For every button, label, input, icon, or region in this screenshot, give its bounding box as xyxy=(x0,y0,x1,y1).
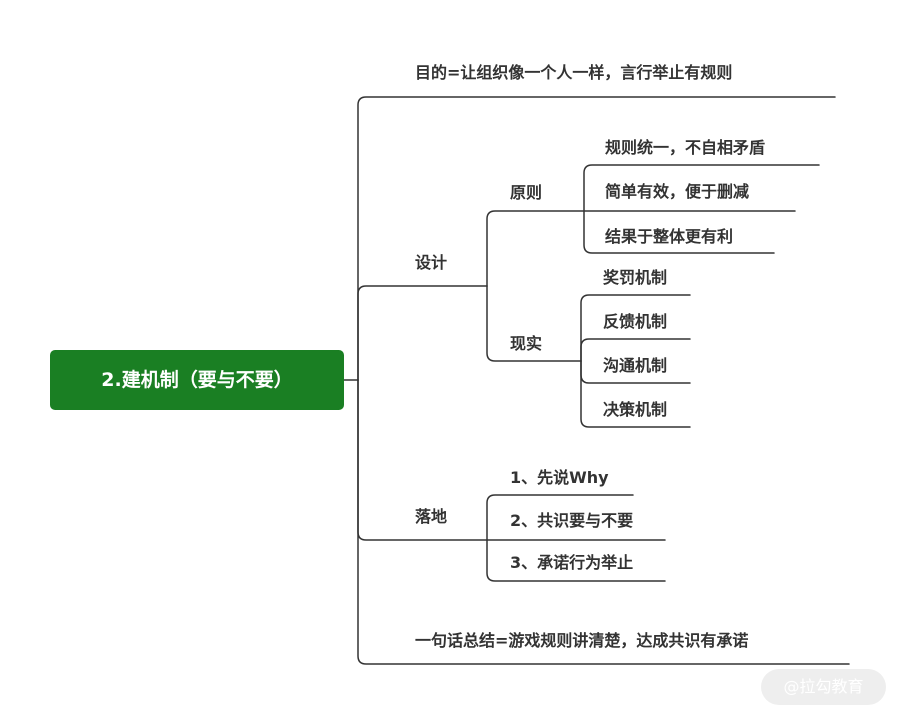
principle-node[interactable]: 原则 xyxy=(510,183,543,202)
landing-node[interactable]: 落地 xyxy=(415,507,448,526)
summary-node[interactable]: 一句话总结=游戏规则讲清楚，达成共识有承诺 xyxy=(415,631,749,650)
connector-reality-2 xyxy=(580,338,691,362)
connector-design xyxy=(357,285,488,381)
connector-reality xyxy=(486,285,582,362)
root-node[interactable]: 2.建机制（要与不要） xyxy=(50,350,344,410)
landing-item[interactable]: 2、共识要与不要 xyxy=(510,511,634,530)
connector-landing-1 xyxy=(486,494,634,541)
principle-item[interactable]: 结果于整体更有利 xyxy=(605,227,734,246)
landing-item[interactable]: 1、先说Why xyxy=(510,468,609,487)
connector-landing-3 xyxy=(486,539,666,582)
landing-item[interactable]: 3、承诺行为举止 xyxy=(510,553,634,572)
reality-node[interactable]: 现实 xyxy=(510,334,543,353)
connector-principle-3 xyxy=(583,210,775,254)
connector-reality-4 xyxy=(580,360,691,428)
connector-principle xyxy=(486,210,585,287)
design-node[interactable]: 设计 xyxy=(415,253,448,272)
reality-item[interactable]: 奖罚机制 xyxy=(603,268,668,287)
watermark-badge: @拉勾教育 xyxy=(761,669,886,705)
reality-item[interactable]: 沟通机制 xyxy=(603,356,668,375)
connector-reality-1 xyxy=(580,294,691,362)
reality-item[interactable]: 决策机制 xyxy=(603,400,668,419)
connector-summary xyxy=(357,379,850,665)
goal-node[interactable]: 目的=让组织像一个人一样，言行举止有规则 xyxy=(415,63,733,82)
connector-goal xyxy=(357,96,836,381)
connector-principle-1 xyxy=(583,164,820,212)
reality-item[interactable]: 反馈机制 xyxy=(603,312,668,331)
principle-item[interactable]: 简单有效，便于删减 xyxy=(605,182,750,201)
principle-item[interactable]: 规则统一，不自相矛盾 xyxy=(605,138,766,157)
